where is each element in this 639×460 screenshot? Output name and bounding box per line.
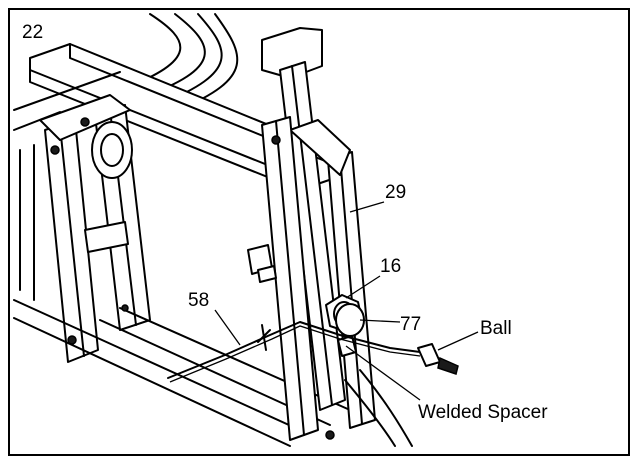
leader-16 bbox=[345, 275, 381, 299]
leader-77 bbox=[359, 319, 401, 323]
label-77: 77 bbox=[400, 314, 421, 335]
washer-part-77 bbox=[335, 303, 365, 337]
label-29: 29 bbox=[385, 182, 406, 203]
label-58: 58 bbox=[188, 290, 209, 311]
label-welded-spacer: Welded Spacer bbox=[418, 402, 548, 423]
label-16: 16 bbox=[380, 256, 401, 277]
upright-part-29 bbox=[247, 27, 413, 447]
leader-29 bbox=[349, 201, 385, 213]
ball-stop bbox=[417, 343, 459, 375]
leader-spacer bbox=[345, 345, 421, 401]
cable-part-58 bbox=[167, 321, 421, 383]
figure-border bbox=[8, 8, 630, 456]
leader-58 bbox=[214, 309, 241, 346]
leader-ball bbox=[437, 331, 479, 351]
label-ball: Ball bbox=[480, 318, 512, 339]
label-22: 22 bbox=[22, 22, 43, 43]
